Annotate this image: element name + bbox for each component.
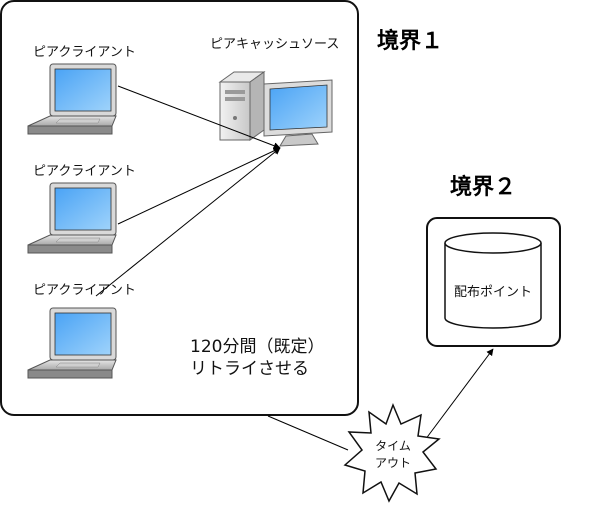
peer-client-label-2: ピアクライアント bbox=[33, 164, 136, 179]
arrow-timeout-to-distribution-point bbox=[424, 348, 494, 441]
retry-note-line1: 120分間（既定） bbox=[190, 337, 324, 357]
laptop-icon bbox=[27, 182, 117, 254]
retry-note-line2: リトライさせる bbox=[190, 359, 309, 379]
distribution-point-label: 配布ポイント bbox=[454, 285, 532, 300]
boundary1-label: 境界１ bbox=[377, 28, 443, 54]
line-boundary1-to-timeout bbox=[267, 415, 349, 451]
desktop-computer-icon bbox=[218, 71, 333, 147]
peer-client-label-1: ピアクライアント bbox=[33, 45, 136, 60]
distribution-point-cylinder bbox=[444, 232, 542, 329]
arrow-laptop3-to-cache bbox=[95, 147, 281, 297]
laptop-icon bbox=[27, 63, 117, 135]
cache-source-label: ピアキャッシュソース bbox=[210, 37, 339, 52]
timeout-burst-shape bbox=[343, 402, 441, 503]
arrow-laptop2-to-cache bbox=[117, 147, 281, 225]
timeout-label-line1: タイム bbox=[375, 439, 411, 453]
timeout-label-line2: アウト bbox=[375, 456, 411, 470]
arrow-laptop1-to-cache bbox=[117, 85, 281, 150]
laptop-icon bbox=[27, 307, 117, 379]
peer-client-label-3: ピアクライアント bbox=[33, 283, 136, 298]
boundary2-label: 境界２ bbox=[450, 174, 516, 200]
